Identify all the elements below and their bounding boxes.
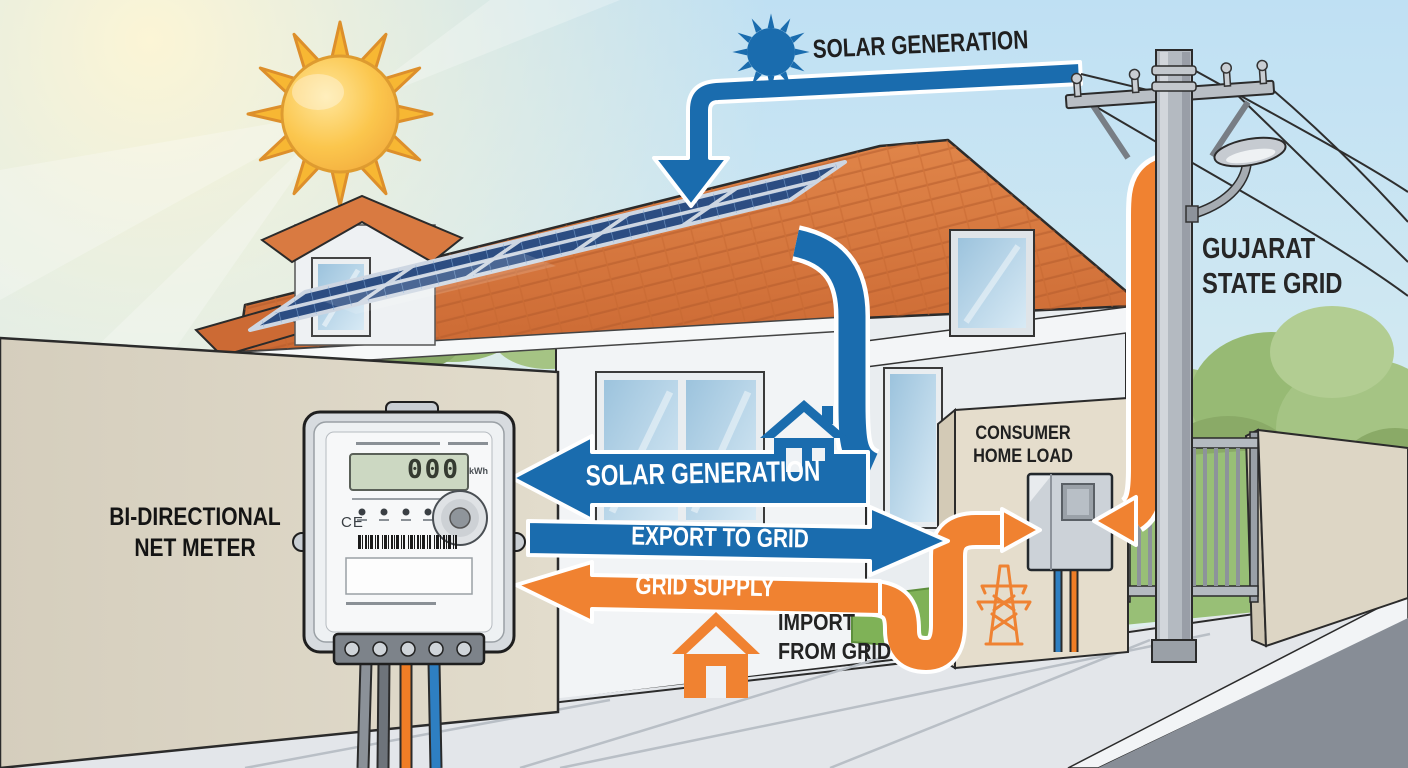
flow-pipe-grid-to-load bbox=[871, 507, 1042, 675]
arrow-grid-supply-label: GRID SUPPLY bbox=[577, 569, 834, 604]
meter-unit-label: kWh bbox=[469, 466, 488, 476]
road bbox=[1067, 595, 1408, 768]
house-icon-blue bbox=[760, 400, 848, 480]
meter-dial bbox=[432, 490, 488, 546]
meter-wire-blue bbox=[429, 661, 441, 768]
meter-ce-text: CE bbox=[341, 514, 364, 531]
net-meter-device bbox=[292, 401, 526, 768]
gujarat-grid-line1: GUJARAT bbox=[1202, 233, 1316, 265]
gable-window bbox=[949, 229, 1035, 337]
power-wires bbox=[1077, 59, 1408, 297]
gujarat-grid-label: GUJARAT STATE GRID bbox=[1202, 232, 1342, 303]
consumer-load-line1: CONSUMER bbox=[975, 423, 1071, 444]
meter-ce-mark: CE bbox=[341, 514, 364, 531]
consumer-load-label: CONSUMER HOME LOAD bbox=[959, 422, 1088, 468]
arrow-export-text: EXPORT TO GRID bbox=[630, 520, 810, 554]
side-window bbox=[883, 367, 943, 529]
solar-sun-icon bbox=[732, 13, 810, 91]
meter-reading-value: 000 bbox=[407, 455, 460, 485]
import-line1: IMPORT bbox=[778, 609, 855, 635]
flow-arrow-export bbox=[526, 505, 950, 577]
arrow-solar-text: SOLAR GENERATION bbox=[585, 455, 821, 493]
net-meter-line1: BI-DIRECTIONAL bbox=[109, 503, 281, 531]
utility-pole bbox=[1064, 49, 1408, 663]
curb bbox=[1067, 595, 1408, 768]
arrow-grid-supply-text: GRID SUPPLY bbox=[635, 569, 775, 603]
net-meter-label: BI-DIRECTIONAL NET METER bbox=[90, 502, 300, 565]
meter-leds bbox=[357, 508, 433, 521]
meter-lcd bbox=[349, 453, 469, 491]
flow-arrow-grid-supply bbox=[514, 560, 882, 624]
net-meter-line2: NET METER bbox=[134, 534, 256, 563]
import-line2: FROM GRID bbox=[778, 638, 892, 665]
consumer-load-line2: HOME LOAD bbox=[973, 446, 1073, 468]
meter-unit-text: kWh bbox=[469, 466, 488, 476]
meter-nameplate bbox=[345, 557, 473, 595]
house-icon-orange bbox=[672, 612, 760, 698]
arrow-solar-generation-label: SOLAR GENERATION bbox=[574, 455, 832, 493]
tower-icon bbox=[976, 564, 1032, 646]
street-lamp bbox=[1213, 136, 1287, 168]
meter-lcd-reading: 000 bbox=[352, 455, 460, 485]
solar-panels bbox=[248, 160, 847, 332]
import-from-grid-label: IMPORT FROM GRID bbox=[778, 608, 891, 667]
arrow-export-to-grid-label: EXPORT TO GRID bbox=[588, 520, 853, 556]
sun-icon bbox=[246, 20, 434, 208]
gujarat-grid-line2: STATE GRID bbox=[1202, 268, 1343, 301]
